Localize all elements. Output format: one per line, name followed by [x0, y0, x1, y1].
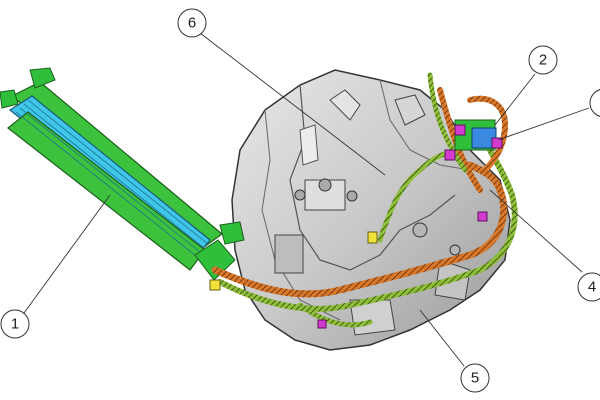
callout-6: 6	[177, 8, 207, 38]
callout-2: 2	[528, 45, 558, 75]
callout-3: 3	[589, 89, 600, 117]
leader-line-1	[23, 194, 111, 314]
callout-label-2: 2	[539, 52, 547, 69]
cooler-hoses	[211, 72, 518, 328]
callout-4: 4	[577, 272, 600, 302]
leader-lines	[23, 32, 590, 367]
callout-label-1: 1	[11, 316, 19, 333]
leader-line-3	[497, 107, 590, 141]
callout-5: 5	[460, 363, 490, 393]
leader-line-6	[199, 32, 386, 176]
hose-connectors	[209, 119, 503, 329]
leader-line-5	[419, 309, 465, 367]
callout-label-4: 4	[588, 279, 596, 296]
transmission-housing	[231, 69, 511, 351]
oil-cooler	[0, 67, 245, 281]
callout-label-5: 5	[471, 370, 479, 387]
callout-label-6: 6	[188, 15, 196, 32]
leader-line-4	[489, 189, 583, 273]
leader-line-2	[494, 73, 536, 126]
callout-1: 1	[0, 309, 30, 339]
